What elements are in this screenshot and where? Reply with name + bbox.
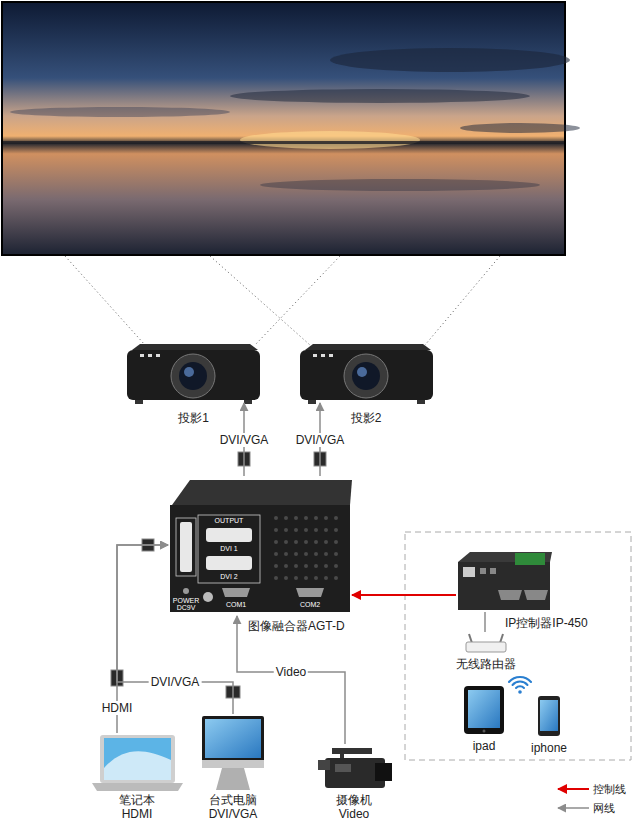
device-caption: IP控制器IP-450 — [505, 616, 588, 630]
blender-figure — [170, 480, 352, 612]
device-label: Video — [336, 807, 372, 821]
device-label: 摄像机 — [336, 793, 372, 807]
desktop-figure — [202, 716, 264, 790]
projection-beam — [65, 256, 500, 345]
device-node: 笔记本HDMI — [95, 733, 179, 792]
device-caption: 图像融合器AGT-D — [248, 619, 345, 633]
network-line — [237, 616, 345, 744]
cable-label-box: DVI/VGA — [149, 675, 202, 689]
phone-figure — [538, 696, 560, 736]
legend-line-sample — [556, 803, 590, 813]
device-label: 笔记本 — [119, 793, 155, 807]
control-line — [352, 594, 456, 596]
device-node: 无线路由器 — [464, 632, 508, 654]
panel-label-box: COM1 — [226, 601, 246, 609]
device-label: 投影2 — [351, 411, 382, 425]
legend-arrow — [558, 807, 589, 809]
device-caption: 无线路由器 — [456, 657, 516, 671]
device-node: 投影2 — [300, 345, 432, 403]
camera-figure — [318, 748, 392, 788]
cable-label: DVI/VGA — [218, 433, 271, 447]
cable-label: Video — [274, 665, 308, 679]
cable-label-box: DVI/VGA — [294, 433, 347, 447]
legend-row: 网线 — [556, 798, 626, 817]
control-region — [405, 532, 631, 760]
panel-label: POWER — [173, 597, 199, 605]
cable-label: DVI/VGA — [294, 433, 347, 447]
legend-arrow — [558, 788, 589, 790]
panel-label: COM2 — [300, 601, 320, 609]
cable-label-box: Video — [274, 665, 308, 679]
device-node: 图像融合器AGT-D — [168, 476, 352, 616]
device-caption: 投影2 — [351, 411, 382, 425]
device-label: ipad — [473, 739, 496, 753]
device-label: iphone — [531, 741, 567, 755]
panel-label-box: DVI 2 — [220, 573, 238, 581]
network-line — [117, 545, 233, 714]
projector-figure — [127, 344, 260, 404]
legend-row: 控制线 — [556, 779, 626, 798]
panel-label: DVI 2 — [220, 573, 238, 581]
legend-text: 控制线 — [593, 782, 626, 796]
network-line — [484, 612, 486, 632]
projection-screen — [2, 2, 580, 255]
legend-line-sample — [556, 784, 590, 794]
panel-label-box: OUTPUT — [215, 517, 244, 525]
device-label: HDMI — [119, 807, 155, 821]
legend: 控制线网线 — [556, 779, 626, 817]
tablet-figure — [464, 686, 504, 734]
device-node: 投影1 — [125, 345, 262, 403]
cable-label: HDMI — [100, 701, 135, 715]
projector-figure — [300, 344, 433, 404]
panel-label-box: COM2 — [300, 601, 320, 609]
panel-label: COM1 — [226, 601, 246, 609]
panel-label: DC9V — [177, 604, 196, 612]
device-node: 摄像机Video — [318, 744, 390, 792]
device-node: IP控制器IP-450 — [456, 550, 552, 612]
device-caption: iphone — [531, 741, 567, 755]
device-label: 无线路由器 — [456, 657, 516, 671]
cable-label: DVI/VGA — [149, 675, 202, 689]
panel-label-box: DC9V — [177, 604, 196, 612]
device-node: iphone — [536, 694, 562, 738]
device-caption: 投影1 — [178, 411, 209, 425]
panel-label: OUTPUT — [215, 517, 244, 525]
laptop-figure — [92, 735, 183, 791]
device-caption: 台式电脑DVI/VGA — [209, 793, 258, 821]
device-caption: 摄像机Video — [336, 793, 372, 821]
device-node: ipad — [462, 684, 506, 736]
device-node: 台式电脑DVI/VGA — [200, 714, 266, 792]
cable-label-box: HDMI — [100, 701, 135, 715]
cable-label-box: DVI/VGA — [218, 433, 271, 447]
panel-label-box: DVI 1 — [220, 545, 238, 553]
panel-label: DVI 1 — [220, 545, 238, 553]
device-caption: 笔记本HDMI — [119, 793, 155, 821]
device-label: 台式电脑 — [209, 793, 258, 807]
panel-label-box: POWER — [173, 597, 199, 605]
device-label: DVI/VGA — [209, 807, 258, 821]
controller-figure — [458, 552, 552, 610]
legend-text: 网线 — [593, 801, 615, 815]
device-label: 图像融合器AGT-D — [248, 619, 345, 633]
wifi-symbol — [509, 677, 531, 694]
device-caption: ipad — [473, 739, 496, 753]
device-label: 投影1 — [178, 411, 209, 425]
device-label: IP控制器IP-450 — [505, 616, 588, 630]
router-figure — [466, 634, 506, 652]
